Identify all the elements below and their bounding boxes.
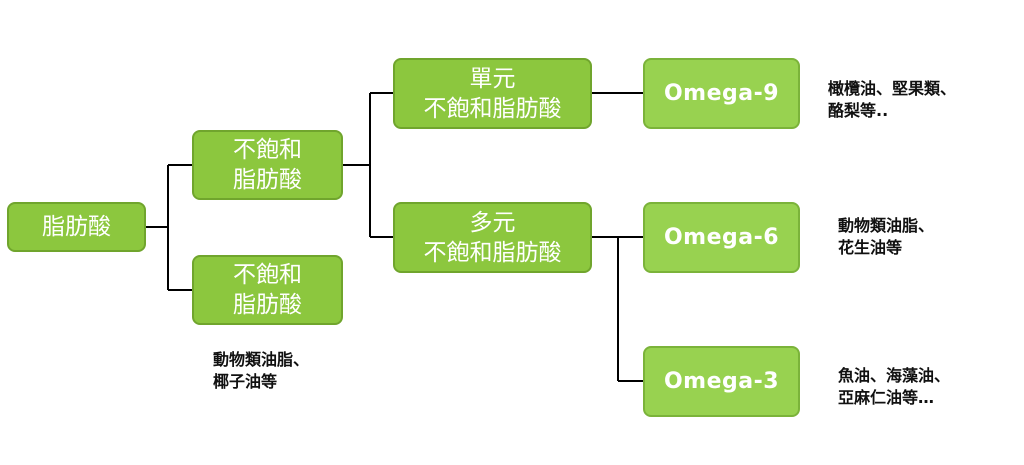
note-omega6-line2: 花生油等 — [838, 238, 903, 257]
note-omega9-line1: 橄欖油、堅果類、 — [828, 79, 957, 98]
note-omega6-sources: 動物類油脂、 花生油等 — [838, 215, 934, 259]
node-polyunsaturated-line1: 多元 — [469, 209, 516, 236]
node-monounsaturated-line1: 單元 — [469, 65, 516, 92]
node-polyunsaturated-line2: 不飽和脂肪酸 — [423, 239, 562, 266]
node-unsaturated-line1: 不飽和 — [233, 137, 302, 163]
note-saturated-sources: 動物類油脂、 椰子油等 — [213, 349, 309, 393]
node-omega9: Omega-9 — [643, 58, 800, 129]
node-monounsaturated-line2: 不飽和脂肪酸 — [423, 95, 562, 122]
node-unsaturated: 不飽和 脂肪酸 — [192, 130, 343, 200]
node-saturated-line1: 不飽和 — [233, 262, 302, 288]
note-saturated-line2: 椰子油等 — [213, 372, 278, 391]
node-unsaturated-line2: 脂肪酸 — [233, 167, 302, 193]
note-omega3-line1: 魚油、海藻油、 — [838, 366, 951, 385]
node-omega6: Omega-6 — [643, 202, 800, 273]
note-omega3-line2: 亞麻仁油等… — [838, 388, 935, 407]
node-omega9-label: Omega-9 — [663, 80, 780, 106]
node-omega3-label: Omega-3 — [663, 368, 780, 394]
note-omega6-line1: 動物類油脂、 — [838, 216, 935, 235]
note-omega9-sources: 橄欖油、堅果類、 酪梨等.. — [828, 78, 956, 122]
node-omega3: Omega-3 — [643, 346, 800, 417]
note-saturated-line1: 動物類油脂、 — [213, 350, 310, 369]
note-omega3-sources: 魚油、海藻油、 亞麻仁油等… — [838, 365, 950, 409]
node-omega6-label: Omega-6 — [663, 224, 780, 250]
node-fatty-acid-label: 脂肪酸 — [42, 214, 111, 240]
note-omega9-line2: 酪梨等.. — [828, 101, 889, 120]
node-fatty-acid: 脂肪酸 — [7, 202, 146, 252]
node-saturated: 不飽和 脂肪酸 — [192, 255, 343, 325]
node-monounsaturated: 單元 不飽和脂肪酸 — [393, 58, 592, 129]
node-saturated-line2: 脂肪酸 — [233, 292, 302, 318]
node-polyunsaturated: 多元 不飽和脂肪酸 — [393, 202, 592, 273]
